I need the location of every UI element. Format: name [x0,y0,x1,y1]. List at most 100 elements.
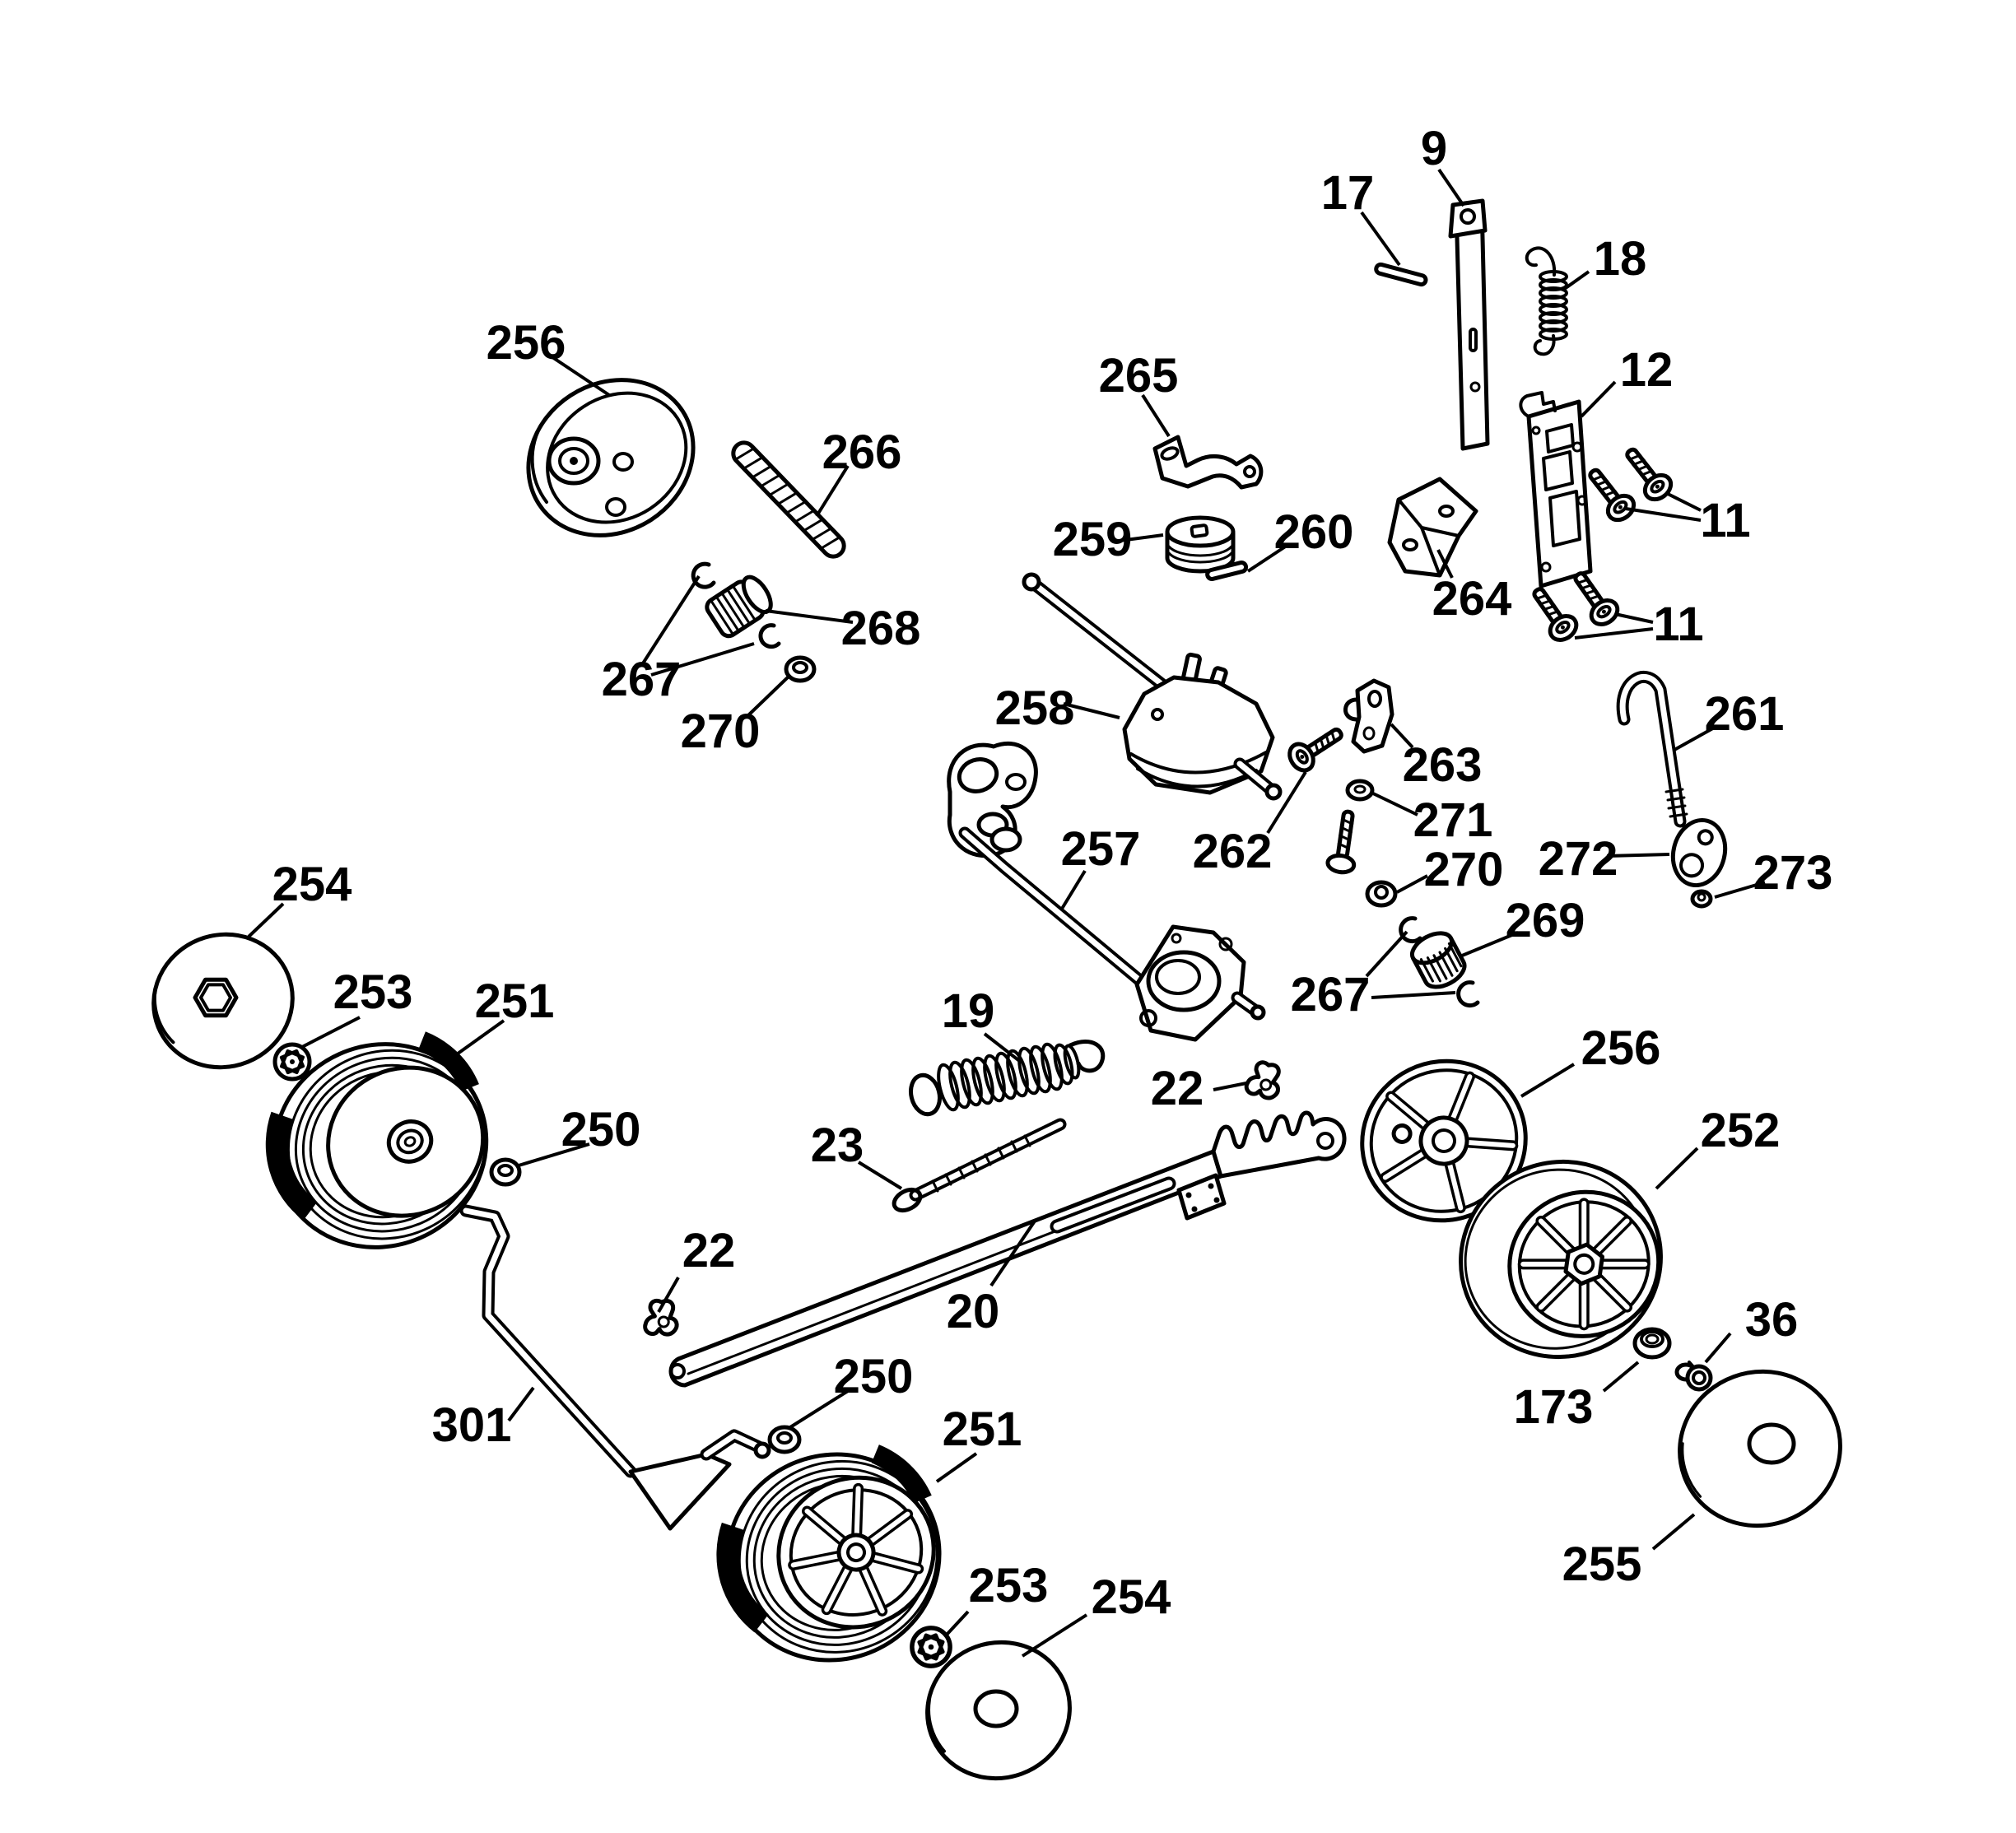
leader-line-17 [1360,211,1401,267]
part-255-disc [1678,1369,1842,1528]
part-number-269-23: 269 [1506,894,1585,947]
part-number-253-31: 253 [333,965,413,1019]
part-number-251-37: 251 [943,1403,1022,1456]
part-273-nut [1690,889,1713,909]
leader-line-20 [989,1218,1037,1287]
part-263-bracket [1343,678,1394,754]
part-267-retaining-clip-lower-left [758,623,781,649]
part-266-threaded-rod [731,440,846,559]
part-12-control-plate [1519,391,1593,589]
leader-line-255 [1651,1513,1696,1551]
leader-line-253 [945,1610,970,1636]
leader-line-272 [1606,853,1670,858]
part-254-hubcap-left [151,932,295,1070]
part-23-notched-rod [892,1118,1067,1213]
leader-line-251 [447,1019,505,1062]
part-250-washer-bottom [767,1425,802,1454]
leader-line-271 [1372,792,1418,816]
part-173-flange-nut [1632,1327,1672,1360]
part-250-washer-left [489,1157,522,1187]
part-number-261-20: 261 [1705,687,1785,741]
part-19-extension-spring [909,1040,1106,1117]
part-number-266-9: 266 [822,426,902,479]
part-number-262-17: 262 [1193,825,1273,878]
part-18-extension-spring [1525,246,1568,356]
part-9-height-adjust-bar [1448,198,1490,451]
part-256-drive-pulley-wheel [1360,1058,1528,1223]
leader-line-260 [1246,542,1291,573]
leader-line-250 [518,1142,590,1167]
leader-line-18 [1562,270,1590,291]
part-258-gearbox [1022,572,1283,801]
part-number-256-8: 256 [487,316,566,370]
part-number-252-41: 252 [1701,1104,1781,1157]
part-270-nut-right [1365,880,1398,908]
leader-line-11 [1625,507,1702,522]
part-20-drive-bar [668,1110,1347,1388]
part-272-link-plate [1670,817,1728,888]
leader-line-265 [1141,393,1171,438]
part-number-270-14: 270 [681,705,761,758]
leader-line-23 [857,1161,903,1190]
part-256-belt-cover [526,378,696,537]
part-17-pin [1374,262,1428,287]
part-number-273-22: 273 [1753,846,1833,900]
part-261-hook-rod [1616,671,1688,828]
part-number-268-12: 268 [841,602,921,655]
part-301-bent-rod [459,1204,771,1531]
part-257-lever [947,741,1159,998]
part-number-265-7: 265 [1099,349,1179,402]
part-260-roll-pin [1205,561,1249,581]
part-number-259-10: 259 [1053,513,1133,566]
part-number-267-24: 267 [1291,968,1371,1021]
part-number-253-38: 253 [969,1559,1049,1612]
part-number-272-21: 272 [1539,832,1618,886]
leader-line-254 [1021,1613,1088,1658]
part-number-251-32: 251 [475,975,555,1028]
leader-line-11 [1667,492,1702,512]
leader-line-267 [1365,930,1408,978]
leader-line-11 [1614,612,1654,624]
part-number-19-26: 19 [942,984,995,1038]
part-number-173-43: 173 [1514,1380,1594,1434]
part-number-11-6: 11 [1653,598,1703,651]
leader-line-269 [1461,931,1519,957]
part-254-hubcap-bottom [925,1640,1072,1781]
part-36-bolt [1674,1361,1713,1392]
leader-line-266 [815,464,850,518]
part-264-bracket [1387,477,1478,578]
leader-line-250 [789,1389,850,1429]
part-number-267-13: 267 [602,653,682,706]
leader-line-263 [1390,723,1414,749]
leader-line-256 [1520,1063,1576,1098]
leader-line-258 [1063,702,1120,719]
part-270-washer-left [784,655,817,683]
part-253-star-washer-left [275,1044,310,1079]
part-269-splined-gear [1409,931,1467,989]
part-number-12-3: 12 [1620,343,1674,397]
part-number-254-39: 254 [1092,1570,1171,1624]
part-267-retaining-clip-lower-right [1456,980,1480,1008]
leader-line-268 [765,609,854,624]
part-259-pulley [1165,515,1236,574]
leader-line-267 [650,642,755,677]
part-262-bolt [1325,809,1357,875]
leader-line-267 [1371,991,1456,999]
part-271-washer [1345,779,1375,802]
part-number-260-11: 260 [1274,505,1354,559]
leader-line-267 [641,575,701,665]
leader-line-11 [1574,627,1654,640]
part-number-11-4: 11 [1700,494,1750,547]
part-number-18-2: 18 [1594,232,1647,286]
part-number-254-30: 254 [272,858,352,911]
leader-line-273 [1714,881,1766,899]
leader-line-251 [935,1452,978,1483]
part-number-20-29: 20 [947,1285,1000,1338]
leader-line-22 [1213,1082,1247,1091]
part-number-250-36: 250 [834,1350,914,1403]
leader-line-270 [746,673,792,718]
leader-line-22 [657,1277,680,1313]
